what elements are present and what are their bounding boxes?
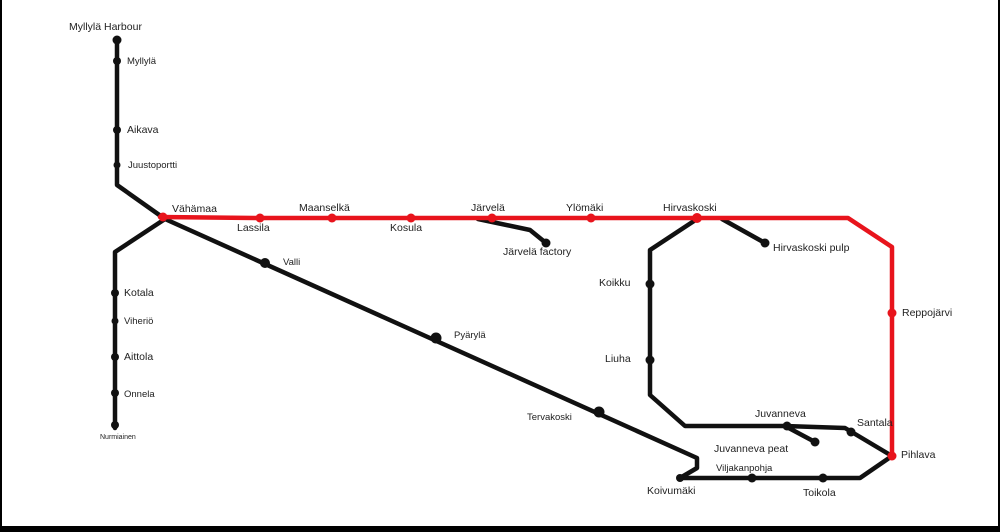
station-labels: Myllylä Harbour Myllylä Aikava Juustopor… [69,21,952,499]
track-vahamaa-nurmiainen [112,216,168,431]
label-tervakoski: Tervakoski [527,412,572,423]
label-koikku: Koikku [599,277,631,289]
track-vahamaa-koivumaki [162,216,700,481]
label-nurmiainen: Nurmiainen [100,434,136,441]
label-vahamaa: Vähämaa [172,203,217,215]
station-dot-koivumaki [676,474,684,482]
track-hirvaskoski-pulp-spur [719,216,768,246]
right-frame-edge [998,0,1000,532]
station-dot-myllyla [113,57,121,65]
label-aikava: Aikava [127,124,159,136]
label-pyaryla: Pyärylä [454,330,486,341]
station-dot-hirvaskoski-pulp [760,238,770,248]
station-dot-santala [846,427,856,437]
station-dot-maanselka [327,213,337,223]
left-frame-edge [0,0,2,532]
station-dot-aittola [111,353,119,361]
label-myllyla-harbour: Myllylä Harbour [69,21,142,33]
track-myllyla-harbour-vahamaa [114,37,168,222]
track-juvanneva-santala [782,423,895,459]
bottom-frame-band [0,526,1000,532]
label-valli: Valli [283,257,300,268]
track-jarvela-factory-spur [475,216,549,246]
station-dot-juustoportti [113,161,121,169]
label-kosula: Kosula [390,222,422,234]
label-pihlava: Pihlava [901,449,936,461]
label-ylomaki: Ylömäki [566,202,603,214]
station-dot-viljakanpohja [747,473,757,483]
label-toikola: Toikola [803,487,836,499]
label-hirvaskoski: Hirvaskoski [663,202,717,214]
station-dot-jarvela [487,213,497,223]
station-dot-koikku [645,279,655,289]
station-dot-pyaryla [430,332,442,344]
label-aittola: Aittola [124,351,153,363]
station-dot-toikola [818,473,828,483]
station-dot-juvanneva-peat [810,437,820,447]
label-lassila: Lassila [237,222,270,234]
label-viljakanpohja: Viljakanpohja [716,463,773,474]
label-juustoportti: Juustoportti [128,160,177,171]
station-dot-onnela [111,389,119,397]
station-dot-jarvela-factory [541,238,551,248]
station-dot-aikava [113,126,121,134]
label-viherio: Viheriö [124,316,153,327]
station-dot-kotala [111,289,119,297]
label-kotala: Kotala [124,287,154,299]
station-dot-juvanneva [782,421,792,431]
label-santala: Santala [857,417,893,429]
label-jarvela: Järvelä [471,202,505,214]
label-onnela: Onnela [124,389,155,400]
station-dot-viherio [111,317,119,325]
station-dot-reppojarvi [887,308,897,318]
label-maanselka: Maanselkä [299,202,350,214]
station-dot-pihlava [887,451,897,461]
station-dot-lassila [255,213,265,223]
station-dot-nurmiainen [111,421,119,429]
label-liuha: Liuha [605,353,631,365]
station-dot-tervakoski [593,406,605,418]
station-dot-liuha [645,355,655,365]
black-station-dots [111,35,856,483]
station-dot-kosula [406,213,416,223]
label-jarvela-factory: Järvelä factory [503,246,572,258]
label-hirvaskoski-pulp: Hirvaskoski pulp [773,242,850,254]
label-juvanneva: Juvanneva [755,408,806,420]
track-koivumaki-pihlava [677,453,895,481]
station-dot-valli [260,258,270,268]
station-dot-hirvaskoski [692,213,702,223]
label-myllyla: Myllylä [127,56,157,67]
station-dot-myllyla-harbour [112,35,122,45]
red-station-dots [158,212,897,461]
label-reppojarvi: Reppojärvi [902,307,952,319]
label-koivumaki: Koivumäki [647,485,695,497]
label-juvanneva-peat: Juvanneva peat [714,443,788,455]
station-dot-ylomaki [586,213,596,223]
station-dot-vahamaa [158,212,168,222]
